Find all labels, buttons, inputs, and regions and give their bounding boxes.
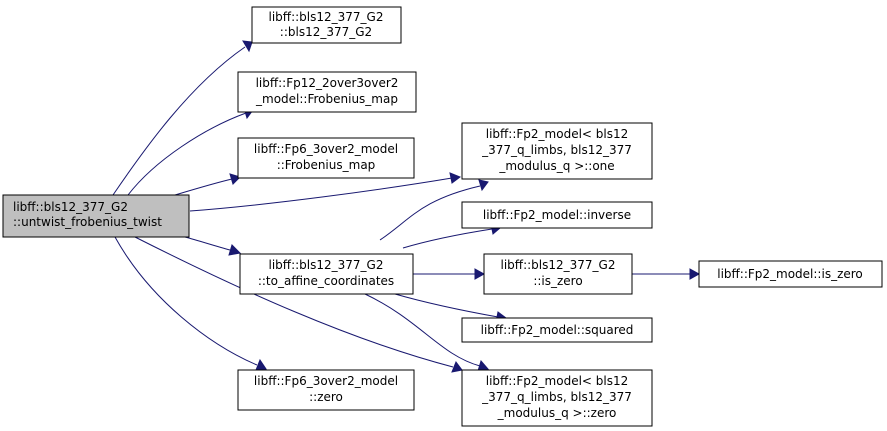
node-label-line: libff::Fp2_model::is_zero [717, 267, 863, 281]
node-label-line: libff::bls12_377_G2 [269, 10, 384, 24]
node-label-line: libff::Fp6_3over2_model [254, 374, 398, 388]
node-label-line: ::zero [309, 390, 343, 404]
node-fp6-zero[interactable]: libff::Fp6_3over2_model ::zero [237, 369, 415, 411]
edge-root-to-g2-ctor [112, 40, 253, 196]
edge-root-to-to-affine [184, 236, 242, 256]
node-label-line: libff::Fp2_model::inverse [483, 208, 631, 222]
node-label-line: libff::Fp6_3over2_model [254, 142, 398, 156]
node-label-line: ::untwist_frobenius_twist [13, 215, 162, 229]
node-label-line: ::to_affine_coordinates [258, 274, 394, 288]
node-label-line: _modulus_q >::zero [497, 406, 617, 420]
node-label-line: libff::Fp2_model< bls12 [486, 127, 629, 141]
node-label-line: libff::bls12_377_G2 [13, 200, 128, 214]
edge-to-affine-to-g2-is-zero [412, 268, 486, 280]
node-g2-is-zero[interactable]: libff::bls12_377_G2 ::is_zero [483, 253, 633, 295]
edge-to-affine-to-fp2-one [379, 179, 489, 241]
node-label-line: libff::Fp2_model::squared [481, 323, 634, 337]
node-to-affine-coordinates[interactable]: libff::bls12_377_G2 ::to_affine_coordina… [239, 253, 414, 295]
node-label-line: libff::bls12_377_G2 [501, 258, 616, 272]
node-fp6-frobenius-map[interactable]: libff::Fp6_3over2_model ::Frobenius_map [237, 137, 415, 179]
edge-root-to-fp2-one [189, 172, 462, 212]
node-fp2-one[interactable]: libff::Fp2_model< bls12 _377_q_limbs, bl… [461, 122, 653, 180]
node-untwist-frobenius-twist[interactable]: libff::bls12_377_G2 ::untwist_frobenius_… [2, 194, 190, 238]
node-label-line: libff::bls12_377_G2 [269, 258, 384, 272]
node-fp2-inverse[interactable]: libff::Fp2_model::inverse [461, 201, 653, 229]
edge-g2-is-zero-to-fp2-is-zero [631, 268, 701, 280]
node-label-line: _377_q_limbs, bls12_377 [481, 143, 632, 157]
node-label-line: ::is_zero [533, 274, 582, 288]
node-label-line: _377_q_limbs, bls12_377 [481, 390, 632, 404]
node-label-line: _model::Frobenius_map [255, 92, 398, 106]
node-label-line: libff::Fp2_model< bls12 [486, 374, 629, 388]
node-label-line: ::bls12_377_G2 [280, 25, 372, 39]
node-fp12-frobenius-map[interactable]: libff::Fp12_2over3over2 _model::Frobeniu… [237, 71, 417, 113]
edge-root-to-fp6-frobenius [174, 173, 241, 196]
edge-root-to-fp2-zero [134, 236, 463, 373]
node-fp2-is-zero[interactable]: libff::Fp2_model::is_zero [698, 260, 883, 288]
node-label-line: ::Frobenius_map [277, 158, 376, 172]
node-fp2-squared[interactable]: libff::Fp2_model::squared [461, 317, 653, 343]
node-label-line: libff::Fp12_2over3over2 [256, 76, 399, 90]
node-fp2-zero[interactable]: libff::Fp2_model< bls12 _377_q_limbs, bl… [461, 369, 653, 427]
node-g2-constructor[interactable]: libff::bls12_377_G2 ::bls12_377_G2 [251, 6, 402, 44]
node-label-line: _modulus_q >::one [498, 159, 614, 173]
